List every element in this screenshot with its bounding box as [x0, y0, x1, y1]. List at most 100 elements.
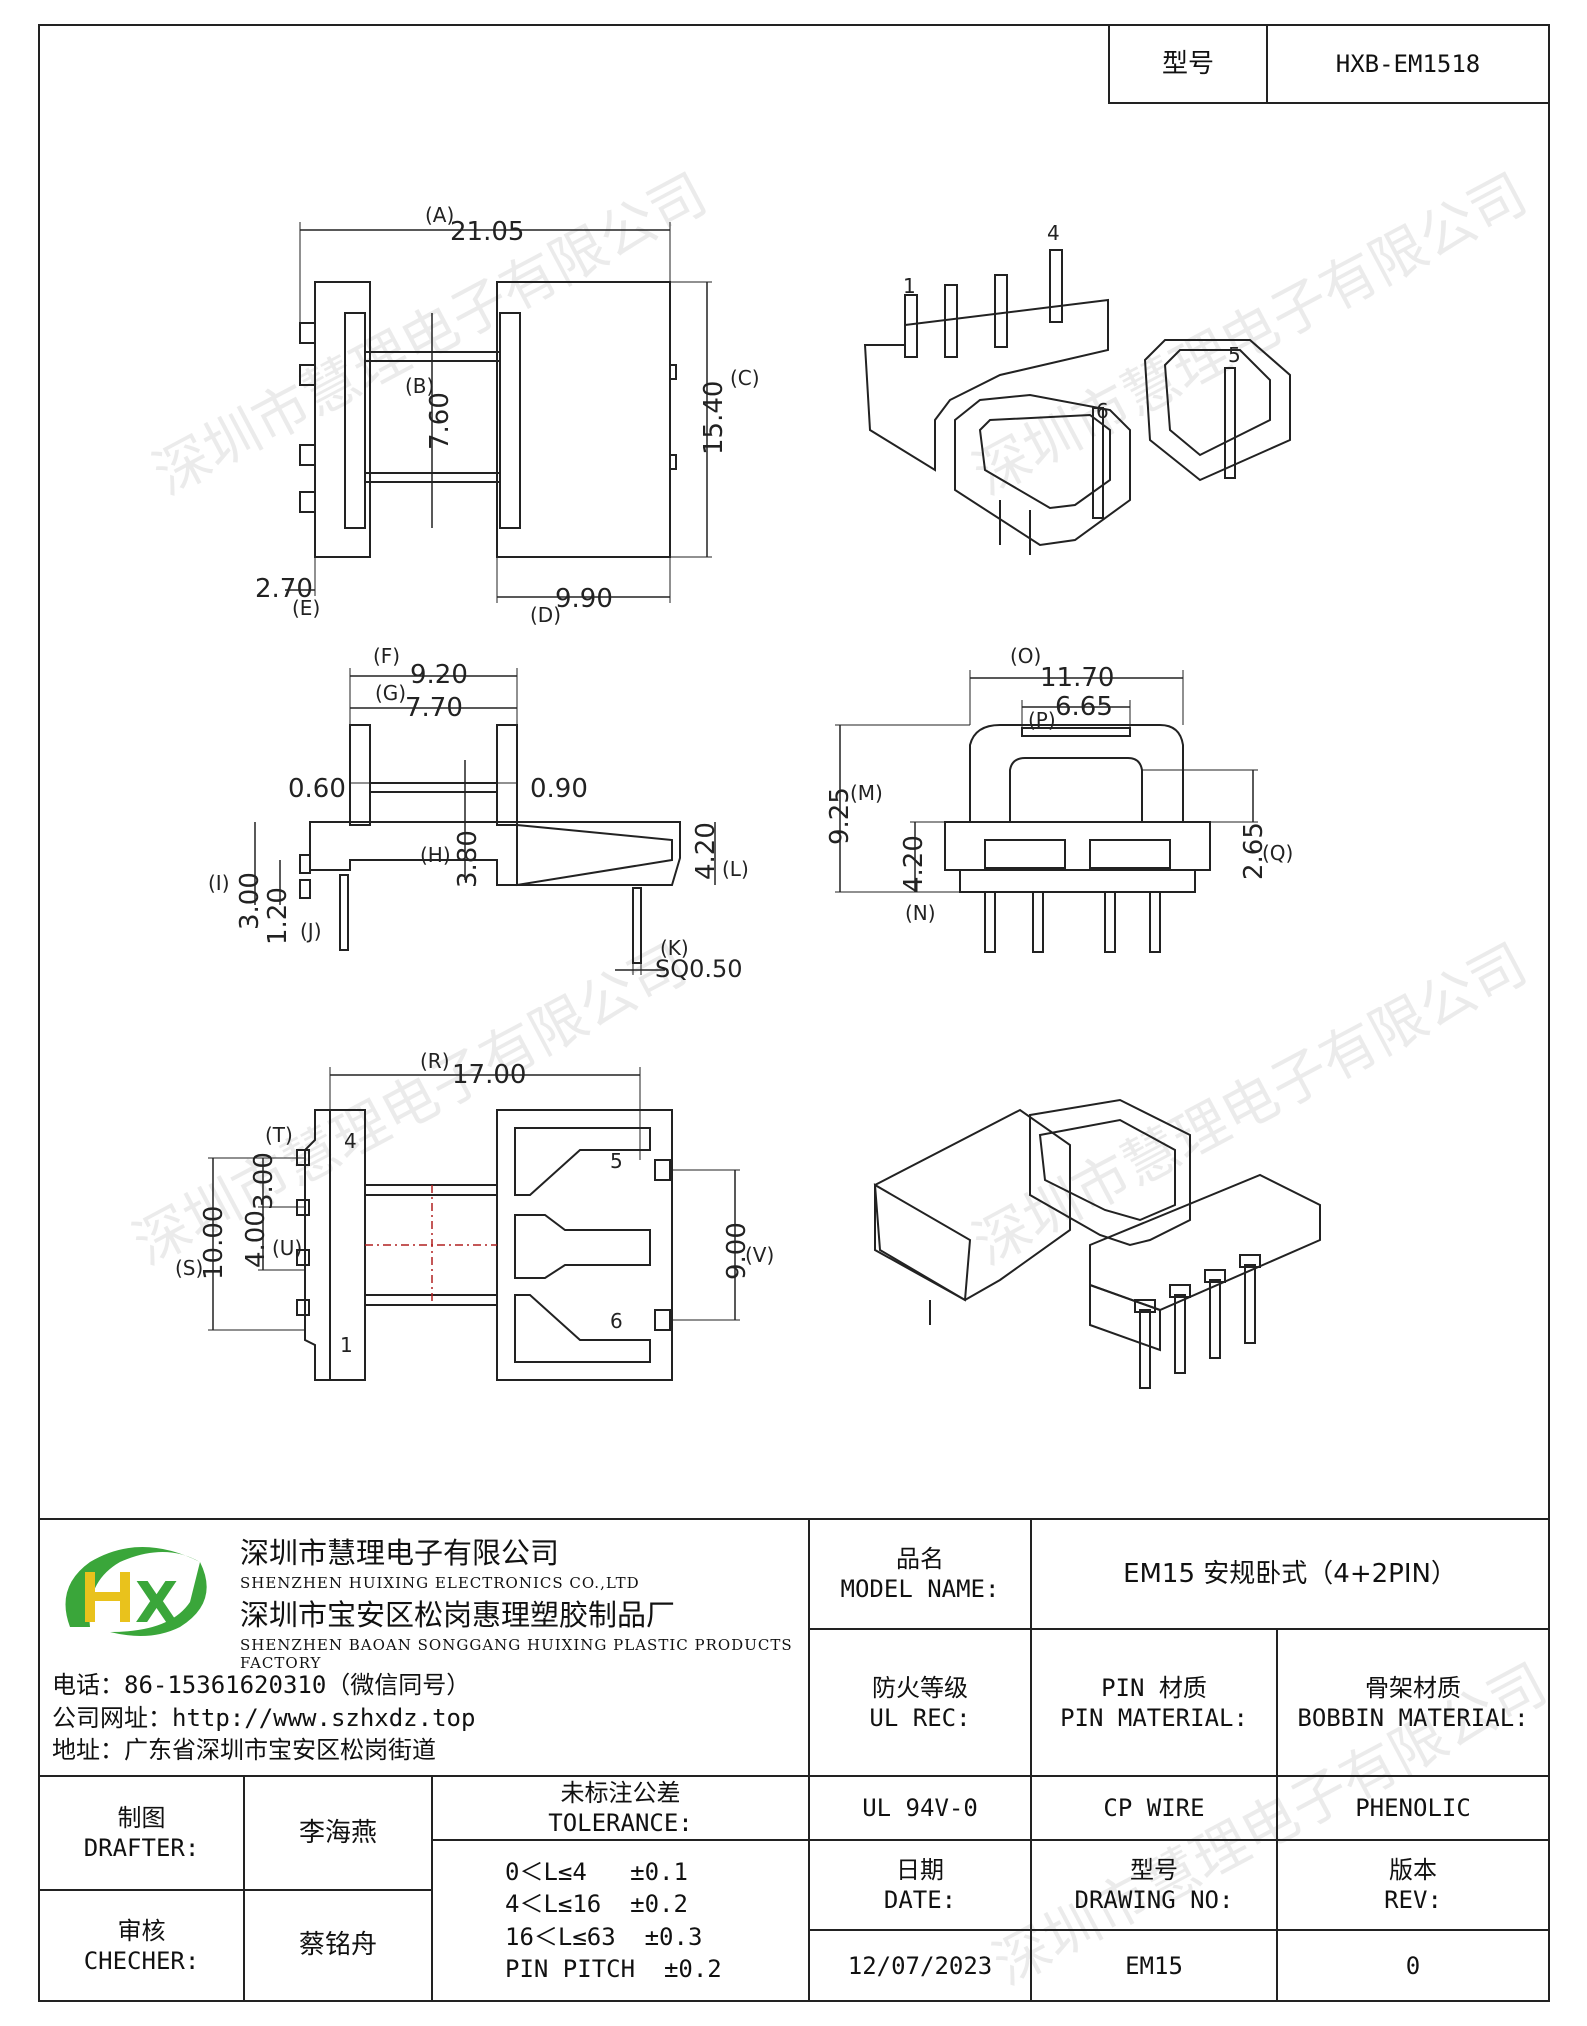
iso-pin-5: 5 [1228, 343, 1241, 367]
company-block: X 深圳市慧理电子有限公司 SHENZHEN HUIXING ELECTRONI… [40, 1520, 810, 1775]
dim-E: 2.70 [255, 574, 313, 604]
bobbin-material-label: 骨架材质 BOBBIN MATERIAL: [1276, 1628, 1550, 1777]
drafter-en: DRAFTER: [83, 1834, 200, 1862]
company-logo: X [65, 1547, 207, 1636]
iso-view-top [863, 249, 1291, 555]
bobbin-value-cell: PHENOLIC [1276, 1775, 1550, 1841]
dim-label-J: (J) [300, 919, 322, 943]
bottom-pin-5: 5 [610, 1149, 623, 1173]
dim-label-D: (D) [530, 603, 561, 627]
factory-name-en: SHENZHEN BAOAN SONGGANG HUIXING PLASTIC … [240, 1636, 793, 1672]
date-value: 12/07/2023 [847, 1951, 993, 1980]
tolerance-line: 0＜L≤4 ±0.1 [505, 1857, 688, 1886]
title-block-top-line [38, 1518, 1550, 1520]
dim-R: 17.00 [452, 1060, 526, 1090]
date-label: 日期 DATE: [808, 1839, 1032, 1931]
dim-label-G: (G) [375, 681, 406, 705]
dim-right-small: 0.90 [530, 774, 588, 804]
iso-pin-6: 6 [1096, 399, 1109, 423]
tolerance-en: TOLERANCE: [548, 1809, 693, 1837]
pin-material-label: PIN 材质 PIN MATERIAL: [1030, 1628, 1278, 1777]
bottom-pin-6: 6 [610, 1309, 623, 1333]
model-name-cn: 品名 [896, 1545, 944, 1573]
pin-material-cn: PIN 材质 [1101, 1673, 1207, 1702]
tolerance-label: 未标注公差 TOLERANCE: [431, 1775, 810, 1841]
date-en: DATE: [883, 1886, 957, 1914]
bobbin-value: PHENOLIC [1355, 1794, 1471, 1822]
company-phone: 电话：86-15361620310（微信同号） [52, 1671, 471, 1699]
dim-label-F: (F) [373, 644, 400, 668]
dim-label-H: (H) [420, 843, 451, 867]
dim-T: 3.00 [249, 1152, 279, 1210]
dim-O: 11.70 [1040, 663, 1114, 693]
dim-label-U: (U) [272, 1236, 302, 1260]
dim-label-T: (T) [265, 1123, 293, 1147]
dim-label-A: (A) [425, 203, 454, 227]
model-name-value-cell: EM15 安规卧式（4+2PIN） [1030, 1518, 1550, 1630]
pin-material-en: PIN MATERIAL: [1060, 1703, 1248, 1732]
company-website: 公司网址：http://www.szhxdz.top [52, 1704, 476, 1732]
tolerance-values: 0＜L≤4 ±0.1 4＜L≤16 ±0.2 16＜L≤63 ±0.3 PIN … [431, 1839, 810, 2002]
model-name-label: 品名 MODEL NAME: [808, 1518, 1032, 1630]
iso-pin-1: 1 [903, 274, 916, 298]
model-value-cell: HXB-EM1518 [1266, 24, 1550, 104]
dim-label-R: (R) [420, 1049, 450, 1073]
drawing-no-value: EM15 [1125, 1951, 1183, 1980]
drafter-name-cell: 李海燕 [243, 1775, 433, 1891]
ul-value: UL 94V-0 [862, 1794, 978, 1822]
iso-view-bottom [873, 1098, 1321, 1389]
checker-name: 蔡铭舟 [298, 1930, 377, 1961]
ul-rec-cn: 防火等级 [872, 1673, 968, 1702]
drawing-no-cn: 型号 [1130, 1856, 1178, 1884]
bottom-pin-4: 4 [344, 1129, 357, 1153]
rev-cn: 版本 [1389, 1856, 1437, 1884]
date-value-cell: 12/07/2023 [808, 1929, 1032, 2002]
side-view [254, 668, 716, 975]
dim-label-L: (L) [722, 857, 749, 881]
dim-C: 15.40 [699, 381, 729, 455]
company-name-en: SHENZHEN HUIXING ELECTRONICS CO.,LTD [240, 1574, 640, 1592]
top-view [285, 222, 712, 603]
dim-A: 21.05 [450, 217, 524, 247]
dim-label-O: (O) [1010, 644, 1041, 668]
dim-M: 9.25 [825, 787, 855, 845]
dim-B: 7.60 [425, 392, 455, 450]
drafter-cn: 制图 [117, 1804, 166, 1832]
ul-rec-en: UL REC: [869, 1703, 971, 1732]
pin-value: CP WIRE [1103, 1794, 1205, 1822]
tolerance-cn: 未标注公差 [560, 1779, 681, 1807]
dim-label-V: (V) [745, 1243, 774, 1267]
logo-x: X [135, 1571, 178, 1636]
dim-J: 1.20 [263, 887, 293, 945]
dim-D: 9.90 [555, 584, 613, 614]
rev-en: REV: [1384, 1886, 1442, 1914]
checker-label: 审核 CHECHER: [38, 1889, 245, 2002]
dim-K: SQ0.50 [655, 955, 743, 983]
factory-name-cn: 深圳市宝安区松岗惠理塑胶制品厂 [240, 1598, 676, 1632]
model-value: HXB-EM1518 [1335, 50, 1481, 78]
rev-value: 0 [1405, 1951, 1421, 1980]
dim-H: 3.80 [453, 830, 483, 888]
tolerance-line: 16＜L≤63 ±0.3 [505, 1922, 703, 1951]
dim-left-small: 0.60 [288, 774, 346, 804]
tolerance-line: PIN PITCH ±0.2 [505, 1954, 722, 1983]
dim-label-S: (S) [175, 1256, 203, 1280]
dim-Q: 2.65 [1239, 822, 1269, 880]
dim-label-K: (K) [660, 936, 689, 960]
dim-G: 7.70 [405, 693, 463, 723]
dim-label-C: (C) [730, 366, 760, 390]
drafter-name: 李海燕 [298, 1817, 377, 1848]
ul-rec-label: 防火等级 UL REC: [808, 1628, 1032, 1777]
dim-label-E: (E) [292, 596, 320, 620]
tolerance-line: 4＜L≤16 ±0.2 [505, 1890, 688, 1919]
dim-label-I: (I) [208, 871, 230, 895]
bottom-pin-1: 1 [340, 1333, 353, 1357]
bottom-view [208, 1067, 740, 1381]
model-label-cell: 型号 [1108, 24, 1268, 104]
dim-label-Q: (Q) [1262, 841, 1293, 865]
dim-U: 4.00 [241, 1210, 271, 1268]
dim-I: 3.00 [235, 872, 265, 930]
dim-F: 9.20 [410, 660, 468, 690]
dim-label-B: (B) [405, 374, 434, 398]
drawing-no-en: DRAWING NO: [1074, 1886, 1234, 1914]
